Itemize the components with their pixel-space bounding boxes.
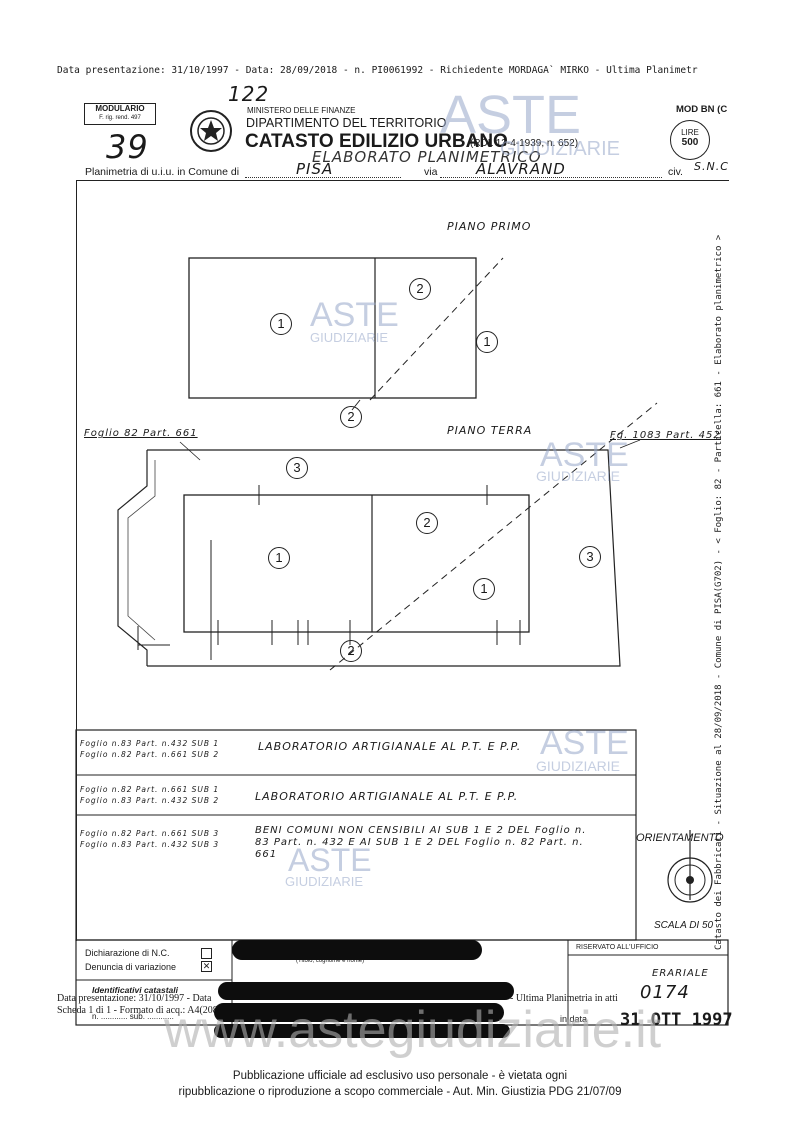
first-floor-outline [188, 257, 477, 399]
foglio-ref-right: Fg. 1083 Part. 452 [610, 430, 721, 441]
redaction-bar [214, 1003, 504, 1022]
floor-ground-label: PIANO TERRA [447, 424, 533, 437]
legend-ref: Foglio n.82 Part. n.661 SUB 3 [80, 829, 220, 838]
watermark-giudiziarie: GIUDIZIARIE [536, 468, 621, 484]
first-floor-cut-line [369, 257, 504, 401]
redaction-bar [232, 940, 482, 960]
ground-outer-boundary [147, 449, 621, 667]
dichiarazione-label: Dichiarazione di N.C. [85, 948, 170, 958]
watermark-aste: ASTE [540, 724, 629, 762]
lire-stamp: LIRE 500 [670, 120, 710, 160]
lire-label: LIRE [681, 128, 699, 137]
watermark-aste: ASTE [310, 296, 399, 334]
titolo-caption: (Titolo, cognome e nome) [296, 958, 365, 964]
watermark-giudiziarie: GIUDIZIARIE [536, 758, 621, 774]
unit-label-1: 1 [476, 331, 498, 353]
unit-label-2: 2 [409, 278, 431, 300]
footer-line-1: Pubblicazione ufficiale ad esclusivo uso… [232, 1070, 568, 1082]
legend-row-1-refs: Foglio n.83 Part. n.432 SUB 1 Foglio n.8… [80, 738, 219, 760]
in-data-label: in data [560, 1014, 588, 1024]
watermark-aste: ASTE [540, 436, 629, 474]
via-value: ALAVRAND [476, 160, 566, 178]
modulario-label: MODULARIO [95, 104, 145, 113]
department-label: DIPARTIMENTO DEL TERRITORIO [246, 116, 447, 130]
unit-label-2: 2 [340, 406, 362, 428]
drawing-frame [76, 180, 729, 941]
legend-ref: Foglio n.82 Part. n.661 SUB 1 [80, 785, 220, 794]
legend-ref: Foglio n.82 Part. n.661 SUB 2 [80, 750, 220, 759]
unit-label-3: 3 [579, 546, 601, 568]
legend-row-1-text: LABORATORIO ARTIGIANALE AL P.T. E P.P. [258, 740, 522, 753]
ground-left-boundary [117, 450, 148, 666]
watermark-giudiziarie: GIUDIZIARIE [285, 874, 364, 889]
ministry-label: MINISTERO DELLE FINANZE [247, 106, 356, 115]
identificativi-label: Identificativi catastali [92, 985, 178, 995]
comune-line [245, 177, 401, 178]
denuncia-checkbox: ✕ [201, 961, 212, 972]
legend-row-3-text: BENI COMUNI NON CENSIBILI AI SUB 1 E 2 D… [255, 825, 587, 860]
watermark-aste: ASTE [288, 842, 372, 878]
comune-value: PISA [296, 160, 334, 178]
legend-ref: Foglio n.83 Part. n.432 SUB 1 [80, 739, 220, 748]
modulario-sub: F. rig. rend. 497 [99, 115, 141, 121]
n-sub-line: n. ............ sub. ............ [92, 1012, 174, 1021]
model-code: MOD BN (C [676, 104, 728, 115]
sheet-number: 39 [106, 128, 149, 166]
ground-inner-boundary [127, 460, 156, 641]
ground-floor-outline [183, 494, 530, 633]
legend-ref: Foglio n.83 Part. n.432 SUB 2 [80, 796, 220, 805]
form-title: CATASTO EDILIZIO URBANO [245, 131, 508, 152]
unit-label-2: 2 [340, 640, 362, 662]
law-reference: (RDL 13-4-1939, n. 652) [470, 138, 579, 149]
redaction-bar [214, 1024, 510, 1038]
watermark-site: www.astegiudiziarie.it [164, 1001, 662, 1059]
orientamento-label: ORIENTAMENTO [636, 832, 724, 844]
lire-value: 500 [681, 137, 699, 148]
footer-line-2: ripubblicazione o riproduzione a scopo c… [178, 1086, 622, 1098]
civ-value: S.N.C [694, 160, 729, 173]
foglio-ref-left: Foglio 82 Part. 661 [84, 428, 198, 439]
legend-row-2-text: LABORATORIO ARTIGIANALE AL P.T. E P.P. [255, 790, 519, 803]
via-label: via [424, 166, 438, 178]
legend-row-3-refs: Foglio n.82 Part. n.661 SUB 3 Foglio n.8… [80, 828, 219, 850]
floor-first-label: PIANO PRIMO [447, 220, 532, 233]
unit-label-1: 1 [473, 578, 495, 600]
republic-emblem-icon [190, 110, 232, 152]
watermark-giudiziarie: GIUDIZIARIE [310, 330, 389, 345]
watermark-giudiziarie: GIUDIZIARIE [500, 138, 621, 160]
unit-label-3: 3 [286, 457, 308, 479]
redaction-bar [218, 982, 514, 1000]
presentation-header: Data presentazione: 31/10/1997 - Data: 2… [57, 65, 698, 76]
unit-label-1: 1 [268, 547, 290, 569]
overlay-line-3: - Ultima Planimetria in atti [510, 993, 618, 1004]
stamp-date: 31 OTT 1997 [620, 1010, 733, 1030]
planimetria-label: Planimetria di u.i.u. in Comune di [85, 166, 240, 178]
unit-label-1: 1 [270, 313, 292, 335]
overlay-line-2: Scheda 1 di 1 - Formato di acq.: A4(208 [57, 1005, 218, 1016]
stamp-number: 0174 [640, 982, 690, 1003]
elaborato-title: ELABORATO PLANIMETRICO [312, 148, 542, 166]
riservato-label: RISERVATO ALL'UFFICIO [576, 944, 659, 951]
dichiarazione-checkbox [201, 948, 212, 959]
modulario-box: MODULARIO F. rig. rend. 497 [84, 103, 156, 125]
civ-label: civ. [668, 166, 683, 178]
erariale-label: ERARIALE [652, 968, 709, 979]
overlay-line-1: Data presentazione: 31/10/1997 - Data [57, 993, 212, 1004]
denuncia-label: Denuncia di variazione [85, 962, 177, 972]
scale-label: SCALA DI 50 [654, 920, 714, 931]
legend-ref: Foglio n.83 Part. n.432 SUB 3 [80, 840, 220, 849]
handwritten-number: 122 [228, 82, 270, 106]
watermark-aste: ASTE [440, 85, 582, 145]
via-line [440, 177, 662, 178]
unit-label-2: 2 [416, 512, 438, 534]
ground-floor-cut-line [329, 402, 658, 671]
legend-row-2-refs: Foglio n.82 Part. n.661 SUB 1 Foglio n.8… [80, 784, 219, 806]
